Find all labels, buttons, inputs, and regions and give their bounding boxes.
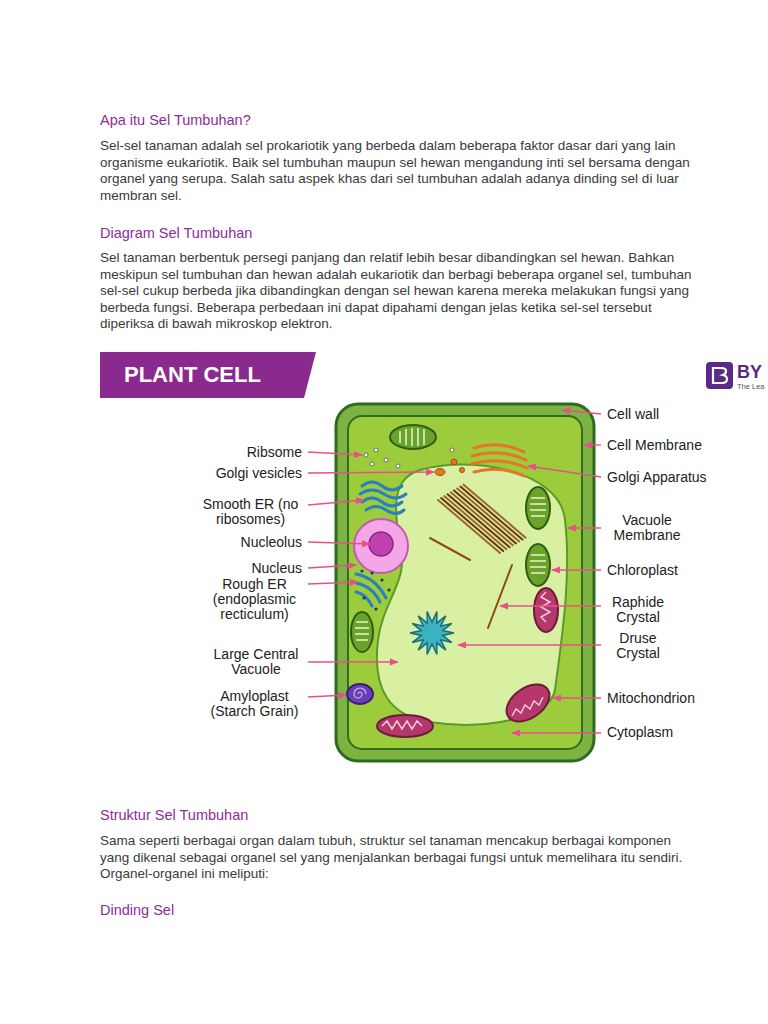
banner-title: PLANT CELL bbox=[100, 362, 320, 388]
part-label: Amyloplast (Starch Grain) bbox=[207, 689, 302, 719]
part-label: Golgi vesicles bbox=[216, 466, 302, 481]
logo-icon bbox=[706, 362, 733, 389]
part-label: Cytoplasm bbox=[607, 725, 673, 740]
part-label: Nucleus bbox=[251, 561, 302, 576]
logo-mark bbox=[713, 368, 727, 383]
part-label: Smooth ER (no ribosomes) bbox=[199, 497, 302, 527]
leader-lines bbox=[308, 410, 601, 733]
logo-tagline: The Lea bbox=[737, 382, 765, 391]
part-label: Chloroplast bbox=[607, 563, 678, 578]
part-label: Large Central Vacuole bbox=[210, 647, 302, 677]
part-label: Golgi Apparatus bbox=[607, 470, 707, 485]
logo-text: BY bbox=[737, 362, 762, 382]
paragraph: Sel-sel tanaman adalah sel prokariotik y… bbox=[100, 138, 695, 204]
part-label: Rough ER (endoplasmic recticulum) bbox=[207, 577, 302, 622]
part-label: Nucleolus bbox=[241, 535, 302, 550]
page-title: Apa itu Sel Tumbuhan? bbox=[100, 112, 251, 129]
section-heading: Struktur Sel Tumbuhan bbox=[100, 807, 248, 824]
part-label: Vacuole Membrane bbox=[607, 513, 687, 543]
paragraph: Sel tanaman berbentuk persegi panjang da… bbox=[100, 250, 695, 333]
part-label: Raphide Crystal bbox=[607, 595, 669, 625]
plant-cell bbox=[336, 404, 594, 761]
section-heading: Dinding Sel bbox=[100, 902, 174, 919]
part-label: Cell Membrane bbox=[607, 438, 702, 453]
title-banner: PLANT CELL bbox=[100, 352, 320, 398]
part-label: Ribsome bbox=[247, 445, 302, 460]
paragraph: Sama seperti berbagai organ dalam tubuh,… bbox=[100, 833, 695, 883]
part-label: Mitochondrion bbox=[607, 691, 695, 706]
part-label: Druse Crystal bbox=[607, 631, 669, 661]
part-label: Cell wall bbox=[607, 407, 659, 422]
section-heading: Diagram Sel Tumbuhan bbox=[100, 225, 252, 242]
